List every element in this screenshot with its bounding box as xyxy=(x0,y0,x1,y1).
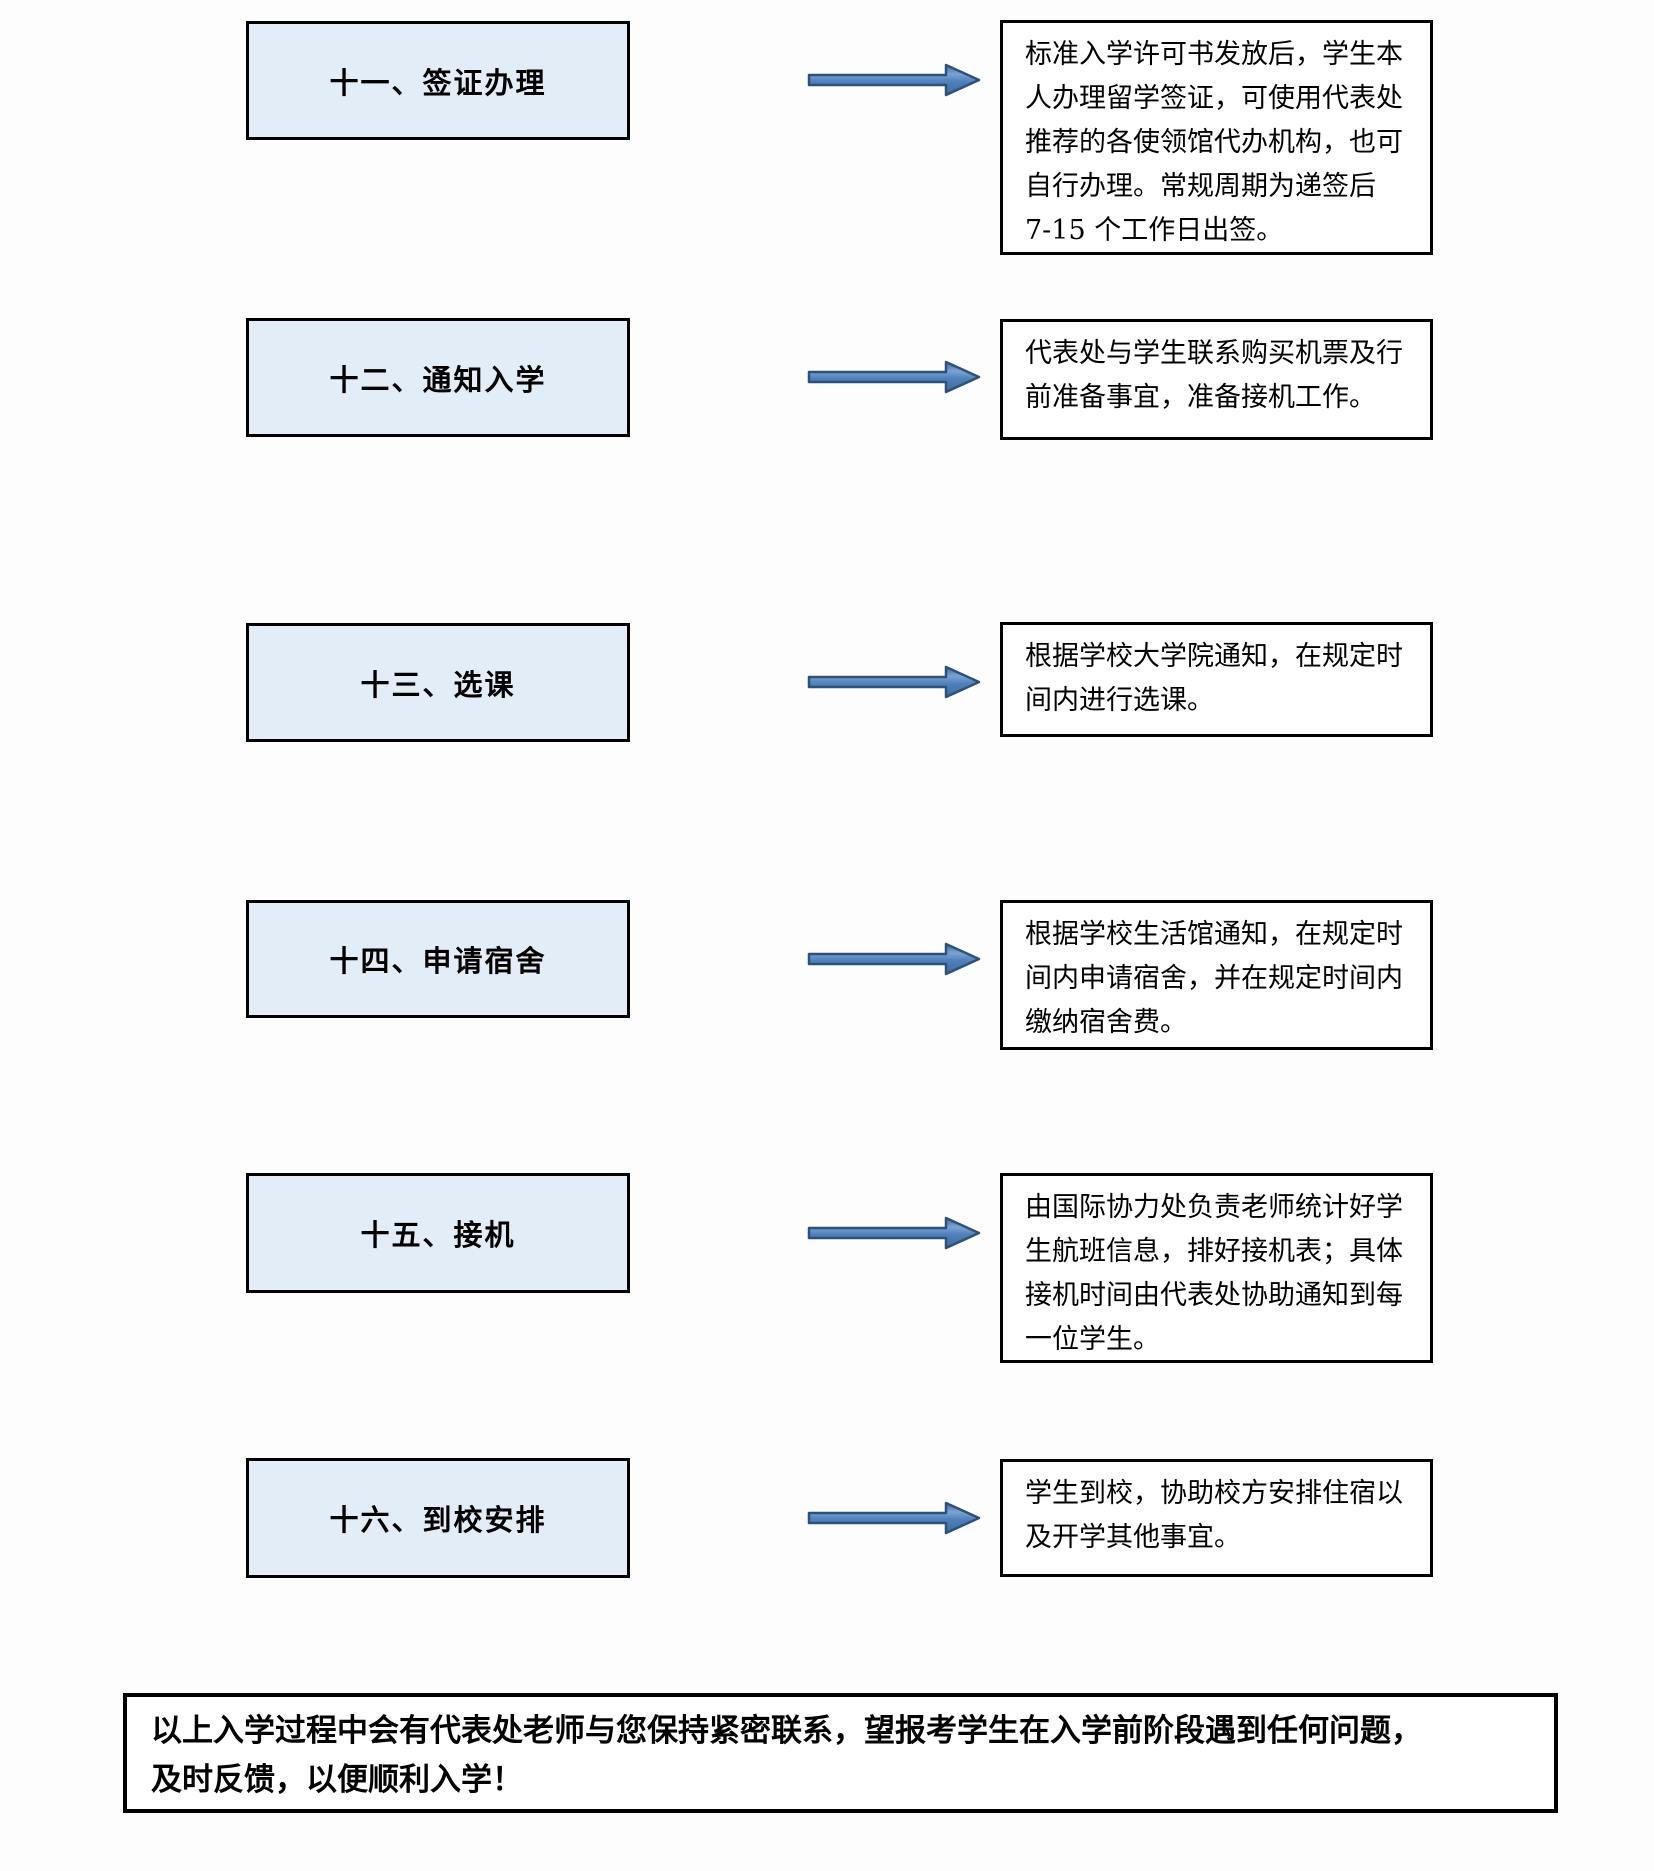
step-label: 十二、通知入学 xyxy=(329,362,547,397)
footer-line: 及时反馈，以便顺利入学！ xyxy=(151,1762,523,1798)
description-line: 前准备事宜，准备接机工作。 xyxy=(1025,382,1376,413)
description-line: 及开学其他事宜。 xyxy=(1025,1522,1241,1553)
description-line: 根据学校大学院通知，在规定时 xyxy=(1025,641,1403,672)
flow-arrow-icon xyxy=(806,1215,982,1251)
step-box-dormitory: 十四、申请宿舍 xyxy=(246,900,630,1018)
description-box: 代表处与学生联系购买机票及行 前准备事宜，准备接机工作。 xyxy=(1000,319,1433,440)
description-box: 根据学校生活馆通知，在规定时 间内申请宿舍，并在规定时间内 缴纳宿舍费。 xyxy=(1000,900,1433,1050)
step-label: 十六、到校安排 xyxy=(329,1503,547,1537)
description-line: 根据学校生活馆通知，在规定时 xyxy=(1025,919,1403,950)
flow-arrow-icon xyxy=(806,664,982,700)
description-line: 生航班信息，排好接机表；具体 xyxy=(1025,1236,1403,1267)
description-line: 缴纳宿舍费。 xyxy=(1025,1007,1187,1038)
flow-arrow-icon xyxy=(806,62,982,98)
footer-line: 以上入学过程中会有代表处老师与您保持紧密联系，望报考学生在入学前阶段遇到任何问题… xyxy=(151,1713,1422,1749)
step-box-course-selection: 十三、选课 xyxy=(246,623,630,742)
flow-arrow-icon xyxy=(806,1500,982,1536)
step-box-arrival-arrangement: 十六、到校安排 xyxy=(246,1458,630,1578)
step-label: 十四、申请宿舍 xyxy=(329,944,547,978)
description-line: 学生到校，协助校方安排住宿以 xyxy=(1025,1478,1403,1509)
description-box: 标准入学许可书发放后，学生本 人办理留学签证，可使用代表处 推荐的各使领馆代办机… xyxy=(1000,20,1433,255)
description-box: 根据学校大学院通知，在规定时 间内进行选课。 xyxy=(1000,622,1433,737)
description-line: 自行办理。常规周期为递签后 xyxy=(1025,171,1376,202)
step-label: 十三、选课 xyxy=(360,667,516,702)
step-label: 十一、签证办理 xyxy=(329,65,547,100)
description-line: 接机时间由代表处协助通知到每 xyxy=(1025,1280,1403,1311)
step-box-visa: 十一、签证办理 xyxy=(246,21,630,140)
step-label: 十五、接机 xyxy=(360,1218,516,1252)
flow-arrow-icon xyxy=(806,941,982,977)
description-line: 代表处与学生联系购买机票及行 xyxy=(1025,338,1403,369)
description-line: 间内申请宿舍，并在规定时间内 xyxy=(1025,963,1403,994)
step-box-airport-pickup: 十五、接机 xyxy=(246,1173,630,1293)
description-box: 由国际协力处负责老师统计好学 生航班信息，排好接机表；具体 接机时间由代表处协助… xyxy=(1000,1173,1433,1363)
description-line: 间内进行选课。 xyxy=(1025,685,1214,716)
footer-box: 以上入学过程中会有代表处老师与您保持紧密联系，望报考学生在入学前阶段遇到任何问题… xyxy=(123,1693,1558,1813)
description-line: 由国际协力处负责老师统计好学 xyxy=(1025,1192,1403,1223)
flow-arrow-icon xyxy=(806,359,982,395)
description-line: 一位学生。 xyxy=(1025,1324,1160,1355)
step-box-admission-notice: 十二、通知入学 xyxy=(246,318,630,437)
description-line: 7-15 个工作日出签。 xyxy=(1025,215,1284,246)
description-box: 学生到校，协助校方安排住宿以 及开学其他事宜。 xyxy=(1000,1459,1433,1577)
description-line: 标准入学许可书发放后，学生本 xyxy=(1025,39,1403,70)
description-line: 推荐的各使领馆代办机构，也可 xyxy=(1025,127,1403,158)
description-line: 人办理留学签证，可使用代表处 xyxy=(1025,83,1403,114)
